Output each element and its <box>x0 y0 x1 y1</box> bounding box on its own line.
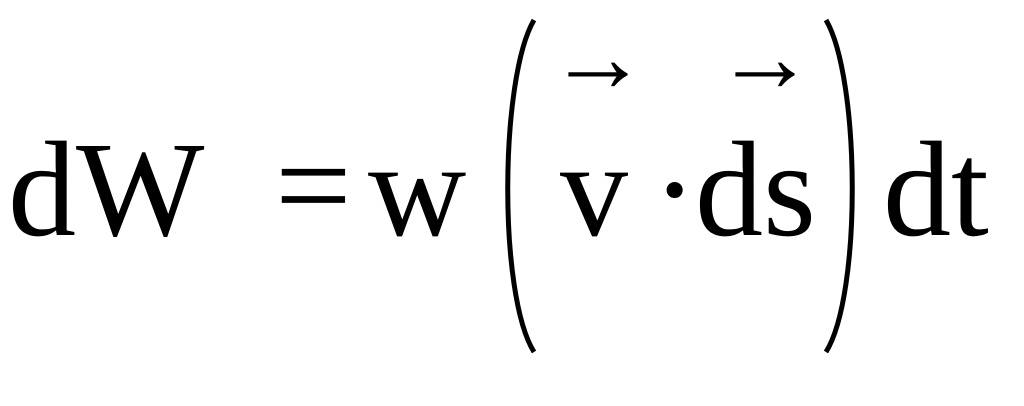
left-parenthesis <box>505 18 537 354</box>
coefficient-w: w <box>368 115 467 265</box>
dot-product: · <box>652 115 698 265</box>
equals-sign: = <box>275 111 352 261</box>
vector-arrow-ds: → <box>715 2 815 113</box>
differential-dt: dt <box>883 115 989 265</box>
right-parenthesis <box>823 18 855 354</box>
vector-ds: ds <box>695 115 816 265</box>
lhs-dW: dW <box>8 115 205 265</box>
vector-v: v <box>560 115 628 265</box>
vector-arrow-v: → <box>548 2 648 113</box>
